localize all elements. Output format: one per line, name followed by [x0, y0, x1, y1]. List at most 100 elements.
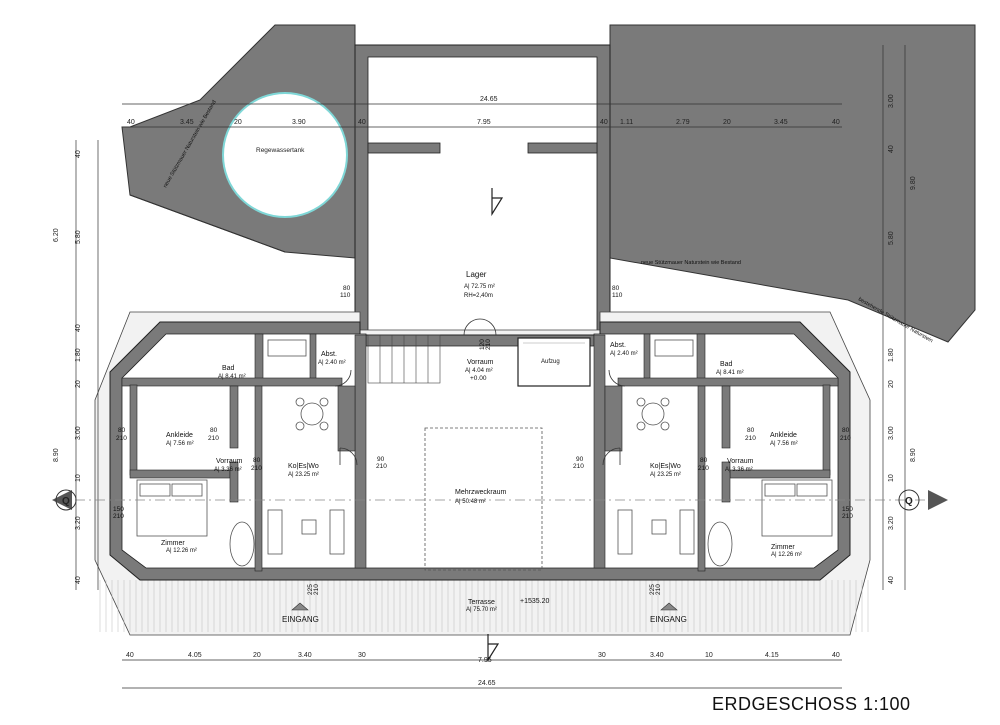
door-ankl-left-h: 210: [116, 435, 127, 442]
room-mehrzweck-area: A| 50.48 m²: [455, 499, 486, 505]
room-bad-right-name: Bad: [720, 361, 733, 368]
door-center-h: 210: [485, 339, 492, 350]
door-ankl-left-w: 80: [118, 427, 126, 434]
bed-right: [761, 479, 833, 537]
dim-bottom-total: 24.65: [478, 680, 496, 687]
section-letter-left: Q: [62, 496, 70, 507]
room-lager-height: RH=2,40m: [464, 293, 493, 299]
dimension-lines: [75, 45, 906, 689]
room-zimmer-right-name: Zimmer: [771, 544, 795, 551]
lager-interior: [367, 56, 598, 333]
door-ankl-right-h: 210: [745, 435, 756, 442]
door-ankl-left2-w: 80: [210, 427, 218, 434]
room-kowo-left-area: A| 23.25 m²: [288, 472, 319, 478]
door-lager-right-h: 110: [612, 292, 623, 299]
dim-right-bot-1: 20: [888, 380, 895, 388]
door-entrance-left-w: 225: [307, 584, 314, 595]
dim-right-top-1: 40: [888, 145, 895, 153]
dim-right-bot-0: 1.80: [888, 348, 895, 362]
wall-line-left: [129, 194, 286, 253]
label-eingang-left: EINGANG: [282, 615, 319, 624]
dim-left-bot-3: 10: [75, 474, 82, 482]
door-ankl-left2-h: 210: [208, 435, 219, 442]
room-vorraum-center-area: A| 4.04 m²: [465, 368, 493, 374]
door-entrance-right-w: 225: [649, 584, 656, 595]
drawing-title: ERDGESCHOSS 1:100: [712, 694, 911, 714]
door-entrance-right-h: 210: [655, 584, 662, 595]
dim-left-bot-4: 3.20: [75, 516, 82, 530]
door-mz-right-h: 210: [573, 463, 584, 470]
door-zimmer-left-w: 150: [113, 506, 124, 513]
dim-top-3: 3.90: [292, 119, 306, 126]
dim-top-total: 24.65: [480, 96, 498, 103]
room-terrasse-name: Terrasse: [468, 599, 495, 606]
dim-bot-0: 40: [126, 652, 134, 659]
dim-bot-6: 30: [598, 652, 606, 659]
label-eingang-right: EINGANG: [650, 615, 687, 624]
dim-right-bot-5: 40: [888, 576, 895, 584]
dim-bot-10: 40: [832, 652, 840, 659]
door-center-w: 120: [479, 339, 486, 350]
room-abst-left-area: A| 2.40 m²: [318, 360, 346, 366]
bed-left: [136, 479, 208, 537]
dim-right-bot-3: 10: [888, 474, 895, 482]
dim-top-1: 3.45: [180, 119, 194, 126]
dim-left-bot-2: 3.00: [75, 426, 82, 440]
room-vorraum-left-name: Vorraum: [216, 458, 243, 465]
room-terrasse-area: A| 75.70 m²: [466, 607, 497, 613]
dim-left-top-1: 5.80: [75, 230, 82, 244]
dim-bot-2: 20: [253, 652, 261, 659]
door-ankl-right-w: 80: [747, 427, 755, 434]
dim-right-bot-4: 3.20: [888, 516, 895, 530]
bathtub-left: [229, 521, 255, 567]
dim-top-0: 40: [127, 119, 135, 126]
door-lager-left-w: 80: [343, 285, 351, 292]
dim-top-5: 7.95: [477, 119, 491, 126]
door-swings: [334, 318, 626, 466]
label-wall-right: neue Stützmauer Naturstein wie Bestand: [641, 260, 741, 266]
elevation-vorraum: +0.00: [470, 375, 487, 382]
staircase: [367, 334, 441, 384]
door-vor-right-w: 80: [700, 457, 708, 464]
door-lager-right-w: 80: [612, 285, 620, 292]
dim-left-top-0: 40: [75, 150, 82, 158]
dim-left-bot-1: 20: [75, 380, 82, 388]
room-kowo-left-name: Ko|Es|Wo: [288, 463, 319, 470]
interior-walls: [121, 333, 839, 572]
lager-partition-r: [527, 142, 598, 154]
room-abst-left-name: Abst.: [321, 351, 337, 358]
room-kowo-right-name: Ko|Es|Wo: [650, 463, 681, 470]
dim-bot-5: 7.95: [478, 657, 492, 664]
dim-top-2: 20: [234, 119, 242, 126]
dim-top-6: 40: [600, 119, 608, 126]
door-lager-left-h: 110: [340, 292, 351, 299]
dim-left-top-2: 40: [75, 324, 82, 332]
dim-bot-7: 3.40: [650, 652, 664, 659]
door-ankl-right2-h: 210: [840, 435, 851, 442]
door-zimmer-right-h: 210: [842, 513, 853, 520]
door-vor-right-h: 210: [698, 465, 709, 472]
dim-left-bot-5: 40: [75, 576, 82, 584]
room-bad-left-name: Bad: [222, 365, 235, 372]
room-ankleide-left-name: Ankleide: [166, 432, 193, 439]
room-vorraum-right-name: Vorraum: [727, 458, 754, 465]
door-ankl-right2-w: 80: [842, 427, 850, 434]
room-vorraum-center-name: Vorraum: [467, 359, 494, 366]
room-kowo-right-area: A| 23.25 m²: [650, 472, 681, 478]
dim-bot-1: 4.05: [188, 652, 202, 659]
door-entrance-left-h: 210: [313, 584, 320, 595]
section-marker-right: [928, 490, 948, 510]
rainwater-tank: [222, 92, 348, 218]
room-ankleide-right-name: Ankleide: [770, 432, 797, 439]
door-zimmer-right-w: 150: [842, 506, 853, 513]
dim-top-9: 20: [723, 119, 731, 126]
furniture-left: [267, 339, 345, 555]
entrance-arrow-left: [291, 602, 309, 611]
terrace-hatch: [99, 580, 869, 632]
room-bad-right-area: A| 8.41 m²: [716, 370, 744, 376]
elevation-terrace: +1535.20: [520, 598, 549, 605]
mehrzweckraum-outline: [424, 427, 543, 571]
room-abst-right-name: Abst.: [610, 342, 626, 349]
north-arrow: [491, 188, 504, 217]
